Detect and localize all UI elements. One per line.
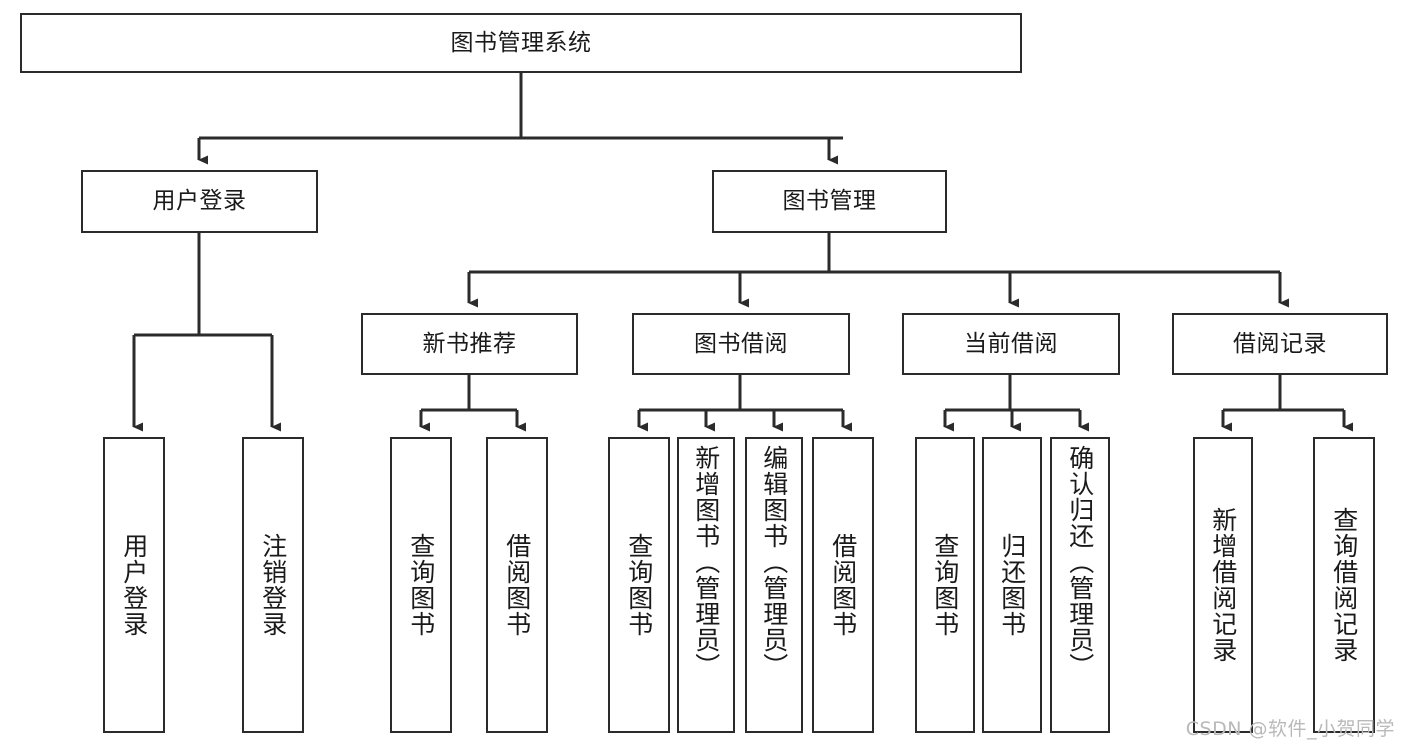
node-label: 借阅图书	[502, 533, 532, 637]
node-label: 确认归还（管理员）	[1065, 445, 1095, 679]
node-label: 查询借阅记录	[1329, 507, 1359, 663]
node-new-book-recommend[interactable]: 新书推荐	[361, 313, 578, 375]
leaf-book-borrow-edit-book-admin[interactable]: 编辑图书（管理员）	[745, 437, 803, 733]
leaf-borrow-record-add-record[interactable]: 新增借阅记录	[1193, 437, 1253, 733]
node-label: 图书借阅	[694, 330, 788, 357]
leaf-current-borrow-query-book[interactable]: 查询图书	[915, 437, 975, 733]
watermark-text: CSDN @软件_小贺同学	[1185, 718, 1395, 740]
node-label: 借阅图书	[828, 533, 858, 637]
node-label: 查询图书	[624, 533, 654, 637]
node-label: 借阅记录	[1233, 330, 1327, 357]
node-label: 注销登录	[258, 533, 288, 637]
node-borrow-record[interactable]: 借阅记录	[1172, 313, 1388, 375]
leaf-new-book-query-book[interactable]: 查询图书	[390, 437, 452, 733]
leaf-current-borrow-return-book[interactable]: 归还图书	[982, 437, 1042, 733]
node-label: 用户登录	[152, 188, 247, 215]
leaf-new-book-borrow-book[interactable]: 借阅图书	[486, 437, 548, 733]
node-label: 新书推荐	[422, 330, 517, 357]
node-book-borrow[interactable]: 图书借阅	[632, 313, 850, 375]
node-label: 查询图书	[406, 533, 436, 637]
node-label: 编辑图书（管理员）	[759, 445, 789, 679]
node-label: 归还图书	[997, 533, 1027, 637]
leaf-book-borrow-add-book-admin[interactable]: 新增图书（管理员）	[677, 437, 735, 733]
node-root-book-management-system[interactable]: 图书管理系统	[20, 13, 1022, 73]
node-book-management[interactable]: 图书管理	[712, 170, 947, 233]
leaf-user-login-login[interactable]: 用户登录	[103, 437, 165, 733]
leaf-user-login-logout[interactable]: 注销登录	[242, 437, 304, 733]
node-current-borrow[interactable]: 当前借阅	[902, 313, 1120, 375]
leaf-book-borrow-borrow-book[interactable]: 借阅图书	[812, 437, 874, 733]
leaf-book-borrow-query-book[interactable]: 查询图书	[608, 437, 670, 733]
node-label: 图书管理	[782, 188, 877, 215]
node-label: 查询图书	[930, 533, 960, 637]
node-user-login[interactable]: 用户登录	[81, 170, 318, 233]
node-label: 当前借阅	[964, 330, 1058, 357]
node-label: 图书管理系统	[450, 29, 592, 56]
leaf-borrow-record-query-record[interactable]: 查询借阅记录	[1313, 437, 1375, 733]
node-label: 新增借阅记录	[1208, 507, 1238, 663]
leaf-current-borrow-confirm-return-admin[interactable]: 确认归还（管理员）	[1050, 437, 1110, 733]
node-label: 用户登录	[119, 533, 149, 637]
node-label: 新增图书（管理员）	[691, 445, 721, 679]
